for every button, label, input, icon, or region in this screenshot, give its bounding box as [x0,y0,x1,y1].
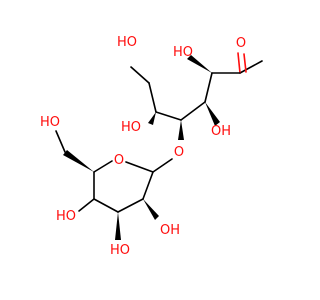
bond-c3p-c2p [117,198,144,213]
bond-c2p-c1p [142,171,154,200]
c2p-hydroxyl-label: OH [160,223,180,238]
c6p-hydroxyl-label: HO [40,115,60,130]
wedge-c2p-oh [143,199,159,220]
bond-c3-c4 [180,101,206,121]
bond-c1-o-double-b [243,53,247,73]
bond-c2-c3 [204,72,213,103]
c4p-hydroxyl-label: HO [56,209,76,224]
wedge-c5-oh [148,112,156,125]
bond-c1p-ringo [125,161,154,173]
molecule-structure: O HO OH HO HO O O HO HO HO OH [40,35,263,258]
wedge-c4-o [178,120,184,140]
atom-label-group: O HO OH HO HO O O HO HO HO OH [40,35,246,258]
ring-oxygen-label: O [114,153,124,168]
c5-hydroxyl-label: HO [121,120,141,135]
wedge-c3-oh [205,102,220,126]
bond-c1-o-double-a [237,52,241,74]
bond-ringo-c5p [93,160,113,173]
c2-hydroxyl-label: HO [173,45,193,60]
bond-c5-c6 [148,82,157,113]
glycosidic-oxygen-label: O [174,145,184,160]
wedge-c3p-oh [115,212,121,240]
c3p-hydroxyl-label: HO [110,243,130,258]
bond-c4p-c3p [93,198,119,213]
c6-hydroxyl-label: HO [117,35,137,50]
bond-c4-c5 [155,111,182,121]
bond-group [55,52,263,240]
bond-c1-h [239,60,263,74]
wedge-c5p-c6p [63,150,94,172]
c3-hydroxyl-label: OH [211,124,231,139]
aldehyde-oxygen-label: O [236,36,246,51]
bond-c6p-oh [55,130,66,153]
bond-c4p-oh [78,198,95,212]
wedge-c2-oh [187,55,212,73]
bond-c6-oh [130,66,150,84]
bond-o-c1p [152,158,173,173]
